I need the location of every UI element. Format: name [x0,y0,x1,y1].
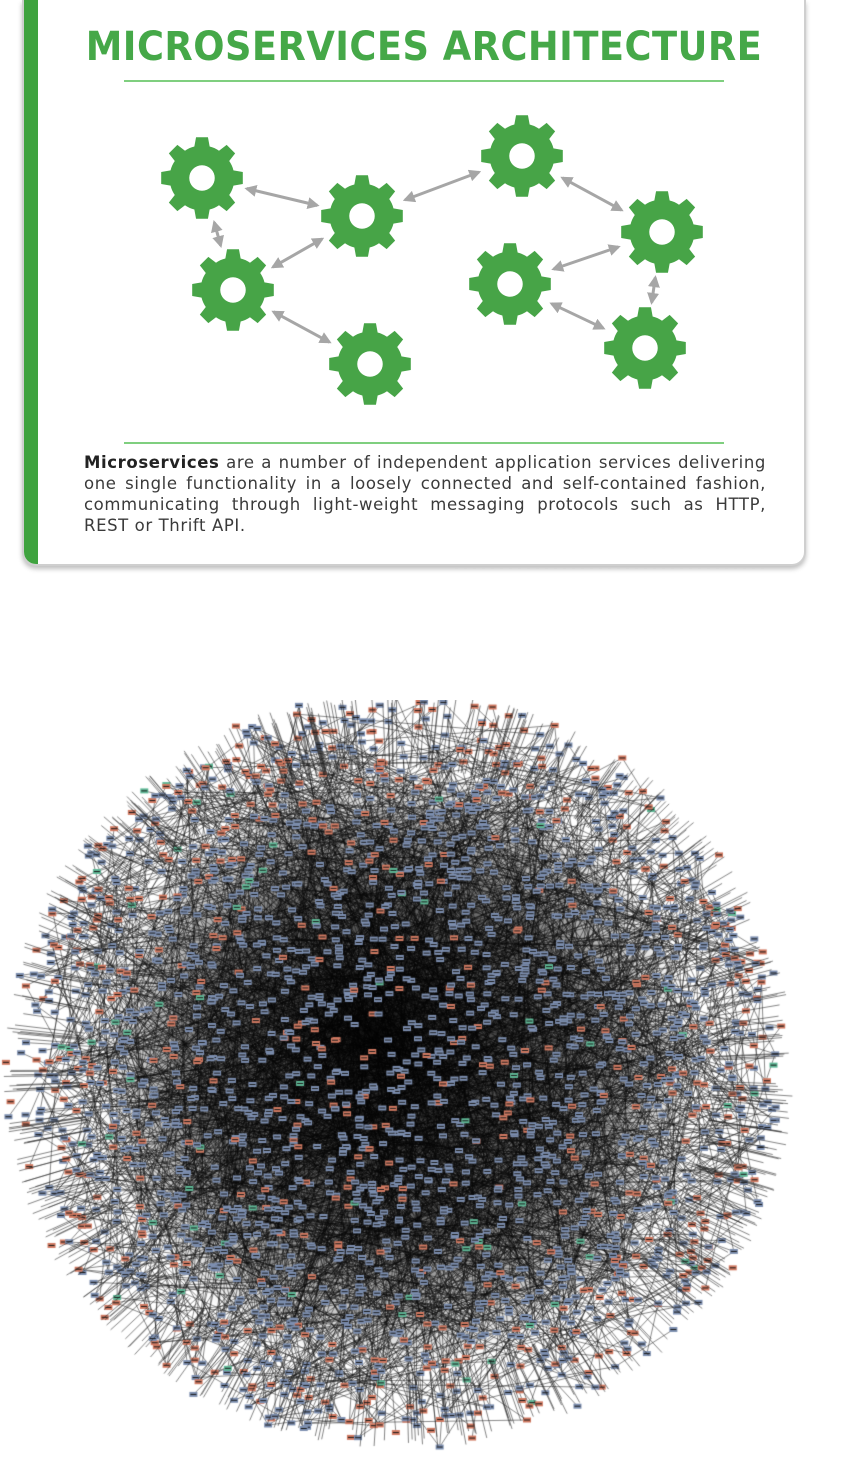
card-title: MICROSERVICES ARCHITECTURE [85,24,763,70]
gear-icon [321,175,403,257]
description-divider [124,442,724,444]
connection-arrow [560,176,624,212]
network-hairball-canvas [0,700,848,1470]
gear-icon [481,115,563,197]
connection-arrow [549,302,606,330]
description-body: are a number of independent application … [84,453,766,535]
microservices-diagram [161,115,703,405]
title-divider [124,80,724,82]
card-accent-bar [24,0,38,564]
connection-arrow [244,185,320,209]
connection-arrow [211,220,224,248]
connection-arrow [551,244,621,272]
gear-icon [329,323,411,405]
gear-icon [604,307,686,389]
microservice-dependency-graph [0,700,848,1470]
connection-arrow [647,275,660,305]
gear-icon [161,137,243,219]
connection-arrow [271,310,332,344]
gear-icon [469,243,551,325]
gear-icon [192,249,274,331]
connection-arrow [270,237,325,269]
gear-icon [621,191,703,273]
connection-arrow [402,169,482,203]
faint-divider [455,568,765,569]
description-text: Microservices are a number of independen… [84,452,766,536]
description-term: Microservices [84,453,220,472]
microservices-card: MICROSERVICES ARCHITECTURE Microservices… [22,0,806,566]
